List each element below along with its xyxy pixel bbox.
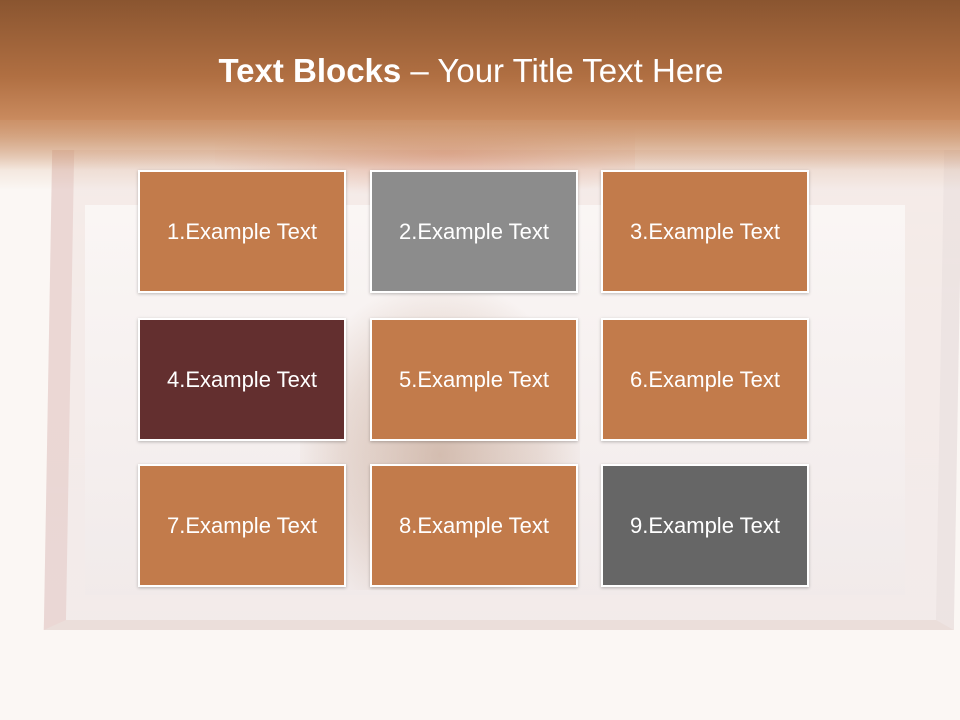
- text-block-3[interactable]: 3.Example Text: [601, 170, 809, 293]
- text-block-9[interactable]: 9.Example Text: [601, 464, 809, 587]
- text-block-label: 2.Example Text: [398, 218, 549, 244]
- text-block-label: 9.Example Text: [629, 512, 780, 538]
- text-block-label: 1.Example Text: [166, 218, 317, 244]
- text-block-label: 6.Example Text: [629, 366, 780, 392]
- text-block-label: 8.Example Text: [398, 512, 549, 538]
- text-block-5[interactable]: 5.Example Text: [370, 318, 578, 441]
- text-block-4[interactable]: 4.Example Text: [138, 318, 346, 441]
- slide-title[interactable]: Text Blocks – Your Title Text Here: [0, 52, 942, 90]
- text-block-6[interactable]: 6.Example Text: [601, 318, 809, 441]
- text-block-label: 7.Example Text: [166, 512, 317, 538]
- text-block-grid: 1.Example Text 2.Example Text 3.Example …: [138, 170, 816, 594]
- title-bold: Text Blocks: [218, 52, 402, 89]
- text-block-8[interactable]: 8.Example Text: [370, 464, 578, 587]
- title-rest: – Your Title Text Here: [401, 52, 724, 89]
- text-block-label: 3.Example Text: [629, 218, 780, 244]
- text-block-label: 5.Example Text: [398, 366, 549, 392]
- text-block-7[interactable]: 7.Example Text: [138, 464, 346, 587]
- text-block-1[interactable]: 1.Example Text: [138, 170, 346, 293]
- text-block-label: 4.Example Text: [166, 366, 317, 392]
- text-block-2[interactable]: 2.Example Text: [370, 170, 578, 293]
